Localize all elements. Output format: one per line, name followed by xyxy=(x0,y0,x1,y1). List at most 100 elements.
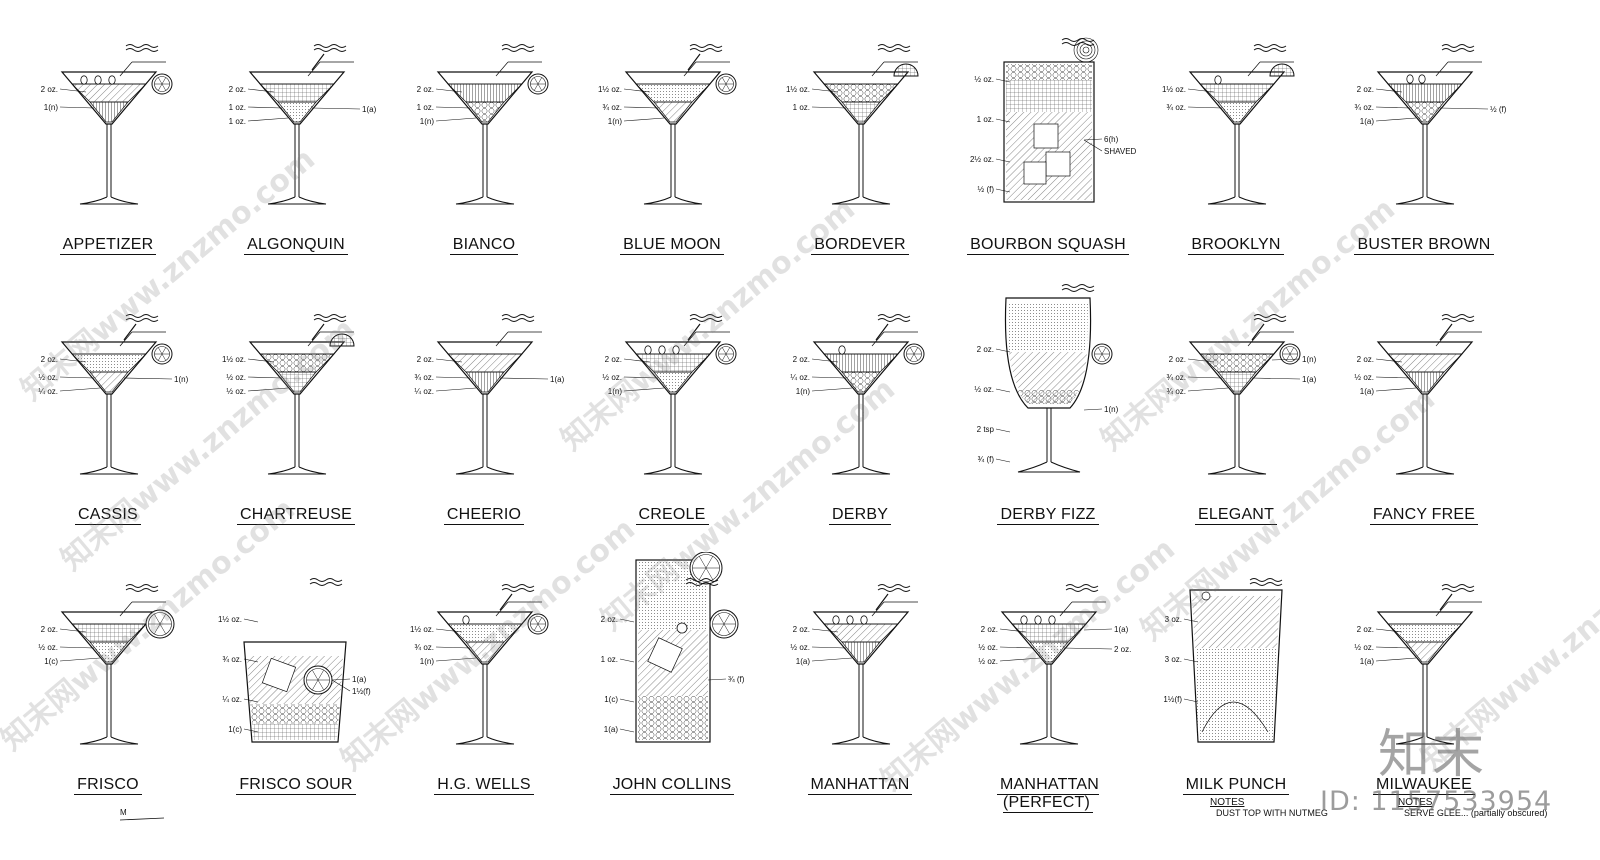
lemon-slice-icon xyxy=(1091,343,1113,365)
leader-line xyxy=(1083,138,1103,141)
cocktail-name-text: CASSIS xyxy=(75,506,141,525)
cocktail-drawing: 2 oz.½ oz.1(c) xyxy=(38,584,175,745)
glass-foot xyxy=(79,466,139,475)
lemon-slice-icon xyxy=(689,552,723,585)
leader-line xyxy=(59,387,101,392)
measure-label: ¾ oz. xyxy=(414,643,434,652)
olive-icon xyxy=(80,75,88,85)
measure-label: 1(n) xyxy=(608,387,623,396)
olive-icon xyxy=(108,75,116,85)
liquid-layer xyxy=(71,353,147,373)
leader-line xyxy=(119,61,133,77)
martini-glass xyxy=(812,331,918,475)
olive-icon xyxy=(658,345,666,355)
liquid-layer xyxy=(89,101,129,123)
leader-line xyxy=(683,61,697,77)
leader-line xyxy=(811,88,839,93)
cocktail-name: FRISCO SOUR xyxy=(202,776,390,795)
tall-glass xyxy=(1004,297,1092,473)
cocktail-name-text: DERBY xyxy=(828,506,892,525)
cocktail-name-text: DERBY FIZZ xyxy=(997,506,1099,525)
cocktail-name: BLUE MOON xyxy=(578,236,766,255)
cocktail-pick-icon xyxy=(311,323,325,341)
page-marker-line xyxy=(119,817,165,821)
cocktail-drawing: 1½ oz.¾ oz.1(n) xyxy=(410,584,549,745)
cocktail-name-text: BUSTER BROWN xyxy=(1354,236,1494,255)
notes-milk-punch: NOTES DUST TOP WITH NUTMEG xyxy=(1210,797,1328,819)
liquid-layer xyxy=(89,371,129,393)
measure-label: 1½(f) xyxy=(1163,695,1182,704)
cocktail-card: 2 oz.¾ oz.¼ oz.1(a)CHEERIO xyxy=(390,282,578,552)
measure-label: ¾ oz. xyxy=(602,103,622,112)
leader-line xyxy=(307,331,321,347)
olive-icon xyxy=(1214,75,1222,85)
martini-glass xyxy=(1376,61,1482,205)
measure-label: 1½ oz. xyxy=(1162,85,1186,94)
cocktail-name: BOURBON SQUASH xyxy=(954,236,1142,255)
measure-label: SHAVED xyxy=(1104,147,1137,156)
citrus-wedge-icon xyxy=(329,333,355,347)
martini-glass xyxy=(1188,61,1294,205)
olive-icon xyxy=(846,615,854,625)
liquid-layer xyxy=(1029,641,1069,663)
measure-label: 1 oz. xyxy=(601,655,618,664)
liquid-layer xyxy=(1217,101,1257,123)
liquid-layer xyxy=(277,371,317,393)
cocktail-card: 2 oz.¼ oz.1(n)DERBY xyxy=(766,282,954,552)
measure-label: 2 oz. xyxy=(1357,625,1374,634)
cocktail-name-text: APPETIZER xyxy=(59,236,157,255)
measure-label: ½ (f) xyxy=(978,185,995,194)
notes-text: DUST TOP WITH NUTMEG xyxy=(1216,808,1328,818)
measure-label: ½ oz. xyxy=(1354,373,1374,382)
leader-line xyxy=(435,387,477,392)
leader-line xyxy=(247,117,289,122)
leader-line xyxy=(995,428,1011,433)
lemon-slice-icon xyxy=(145,609,175,639)
leader-line xyxy=(1187,88,1215,93)
martini-glass xyxy=(812,61,918,205)
cocktail-card: 2 oz.½ oz.1(n)CREOLE xyxy=(578,282,766,552)
measure-label: ½ oz. xyxy=(602,373,622,382)
leader-line xyxy=(1187,387,1229,392)
citrus-wedge-icon xyxy=(893,63,919,77)
liquid-layer xyxy=(841,641,881,663)
measure-label: ¼ oz. xyxy=(790,373,810,382)
ice-cube-icon xyxy=(1023,161,1047,185)
leader-line xyxy=(1375,646,1411,649)
wave-symbol xyxy=(877,314,911,322)
liquid-layer xyxy=(277,101,317,123)
measure-label: 2 oz. xyxy=(793,625,810,634)
measure-label: ½ oz. xyxy=(226,387,246,396)
measure-label: 1(a) xyxy=(1302,375,1317,384)
measure-label: 1(a) xyxy=(550,375,565,384)
cocktail-name: APPETIZER xyxy=(14,236,202,255)
measure-label: 1(n) xyxy=(44,103,59,112)
measure-label: 2 oz. xyxy=(41,355,58,364)
leader-line xyxy=(811,628,839,633)
wave-symbol xyxy=(877,44,911,52)
leader-line xyxy=(1251,377,1301,380)
wave-symbol xyxy=(877,584,911,592)
liquid-layer xyxy=(71,83,147,103)
wave-symbol xyxy=(1065,584,1099,592)
cocktail-name-text: FANCY FREE xyxy=(1369,506,1479,525)
leader-line xyxy=(1375,117,1417,122)
notes-heading: NOTES xyxy=(1210,797,1245,808)
leader-line xyxy=(307,61,321,77)
brand-logo: 知末 xyxy=(1378,725,1487,785)
measure-label: ¾ oz. xyxy=(222,655,242,664)
leader-line xyxy=(999,657,1041,662)
cocktail-card: 2 oz.½ oz.1(c)FRISCO xyxy=(14,552,202,822)
leader-line xyxy=(1059,601,1073,617)
ice-layer xyxy=(1016,390,1080,404)
cocktail-name: H.G. WELLS xyxy=(390,776,578,795)
liquid-layer xyxy=(823,353,899,373)
cocktail-drawing: 2 oz.1(n) xyxy=(41,44,173,205)
leader-line xyxy=(123,377,173,380)
leader-line xyxy=(331,679,351,692)
leader-line xyxy=(995,188,1011,193)
liquid-layer xyxy=(259,83,335,103)
measure-label: 1 oz. xyxy=(417,103,434,112)
cocktail-card: 2 oz.1(n) APPETIZER xyxy=(14,12,202,282)
wave-symbol xyxy=(1441,314,1475,322)
